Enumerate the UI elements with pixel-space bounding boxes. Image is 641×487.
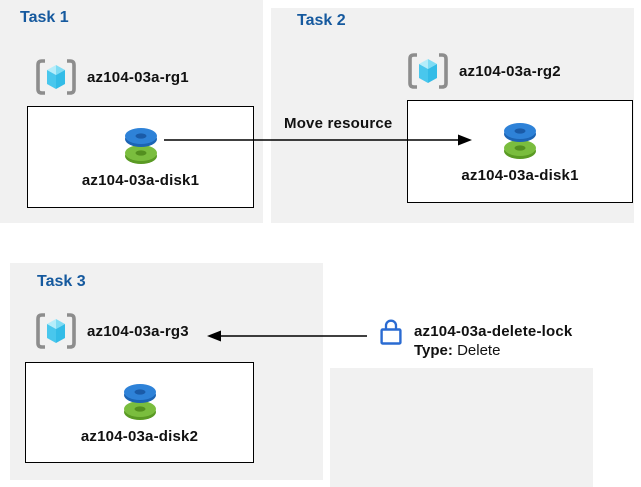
- resource-group-label: az104-03a-rg1: [87, 68, 189, 86]
- resource-group-icon: [36, 313, 76, 349]
- lock-type-label: Type:: [414, 342, 453, 359]
- move-resource-label: Move resource: [284, 115, 393, 132]
- lock-icon: [379, 319, 402, 345]
- task1-resource-box: az104-03a-disk1: [27, 106, 254, 208]
- disk-icon: [123, 383, 156, 420]
- resource-group-label: az104-03a-rg2: [459, 62, 561, 80]
- task3-resource-box: az104-03a-disk2: [25, 362, 254, 463]
- task3-title: Task 3: [37, 273, 86, 290]
- resource-group-icon: [36, 59, 76, 95]
- disk-label: az104-03a-disk1: [461, 166, 579, 184]
- lock-type: Type: Delete: [414, 342, 500, 359]
- task2-title: Task 2: [297, 12, 346, 29]
- task1-resource-group: az104-03a-rg1: [34, 58, 189, 96]
- lock-name: az104-03a-delete-lock: [414, 323, 573, 340]
- disk-icon: [124, 128, 157, 164]
- task1-panel: Task 1 az104-03a-rg1 az104-03a-disk: [0, 0, 263, 223]
- task2-resource-box: az104-03a-disk1: [407, 100, 633, 203]
- task2-resource-group: az104-03a-rg2: [406, 52, 561, 90]
- resource-group-label: az104-03a-rg3: [87, 322, 189, 340]
- lock-type-value: Delete: [457, 342, 501, 359]
- empty-panel: [330, 368, 593, 487]
- disk-label: az104-03a-disk2: [80, 427, 199, 445]
- lock-icon-container: [375, 314, 406, 348]
- disk-label: az104-03a-disk1: [81, 172, 200, 189]
- resource-group-icon: [408, 53, 448, 89]
- task2-panel: Task 2 az104-03a-rg2 az104-03a-disk: [271, 8, 634, 223]
- task3-panel: Task 3 az104-03a-rg3 az104-03a-disk: [10, 263, 323, 480]
- disk-icon: [504, 122, 536, 159]
- task3-resource-group: az104-03a-rg3: [34, 312, 189, 350]
- task1-title: Task 1: [20, 9, 69, 26]
